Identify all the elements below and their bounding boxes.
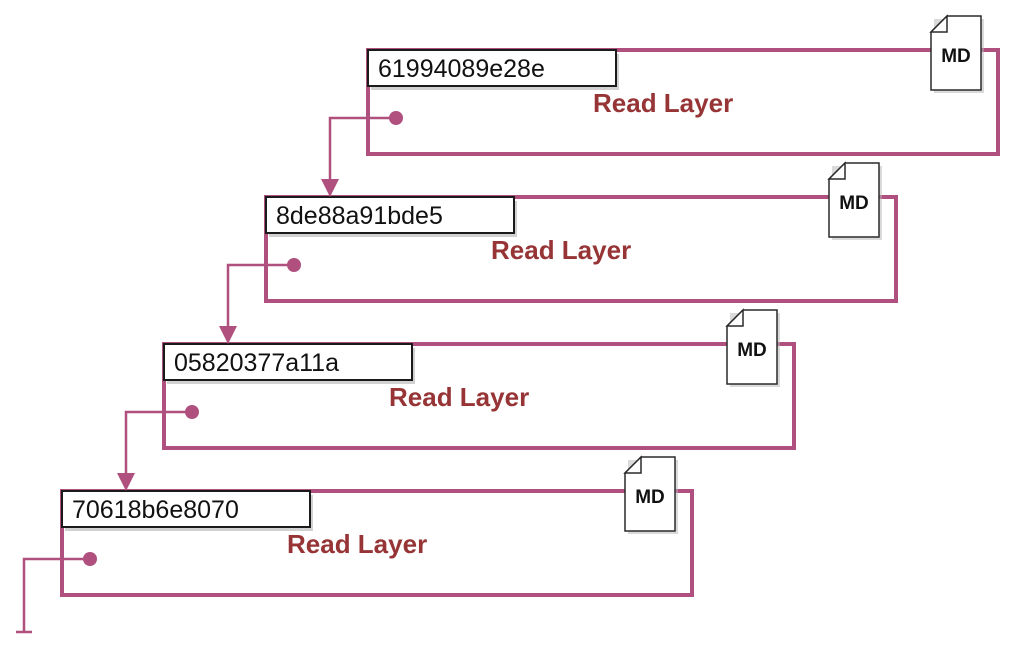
layer-title: Read Layer [287,529,427,559]
document-icon-fold [623,455,642,474]
layer-title: Read Layer [491,235,631,265]
connector-arrow-2 [219,263,294,344]
md-badge-label: MD [737,340,767,361]
layer-id-label: 8de88a91bde5 [276,202,443,230]
document-icon: MD [725,308,780,387]
connector-arrow-1 [321,116,396,197]
layer-box [60,489,694,597]
layer-title: Read Layer [593,88,733,118]
layer-title: Read Layer [389,382,529,412]
layer-box [162,342,796,450]
layer-id-box [367,49,617,87]
layer-id-label: 70618b6e8070 [72,496,239,524]
arrowhead-icon [321,179,339,197]
layer-box [366,48,1000,156]
layer-id-label: 61994089e28e [378,55,545,83]
connector-terminator [16,557,90,634]
connector-line [22,557,90,632]
connectors-group [16,116,396,634]
document-icon: MD [929,14,984,93]
layer-box [264,195,898,303]
document-icon-fold [725,308,744,327]
connector-line [328,116,396,183]
document-icon: MD [623,455,678,534]
layer-id-label: 05820377a11a [174,349,339,377]
document-icon-fold [929,14,948,33]
layer-id-box [61,490,311,528]
md-badge-label: MD [839,193,869,214]
md-badge-label: MD [635,487,665,508]
document-icon: MD [827,161,882,240]
md-badge-label: MD [941,46,971,67]
connector-line [124,410,192,477]
connector-arrow-3 [117,410,192,491]
arrowhead-icon [117,473,135,491]
connector-line [226,263,294,330]
layer-id-box [265,196,515,234]
layer-id-box [163,343,413,381]
document-icon-fold [827,161,846,180]
arrowhead-icon [219,326,237,344]
